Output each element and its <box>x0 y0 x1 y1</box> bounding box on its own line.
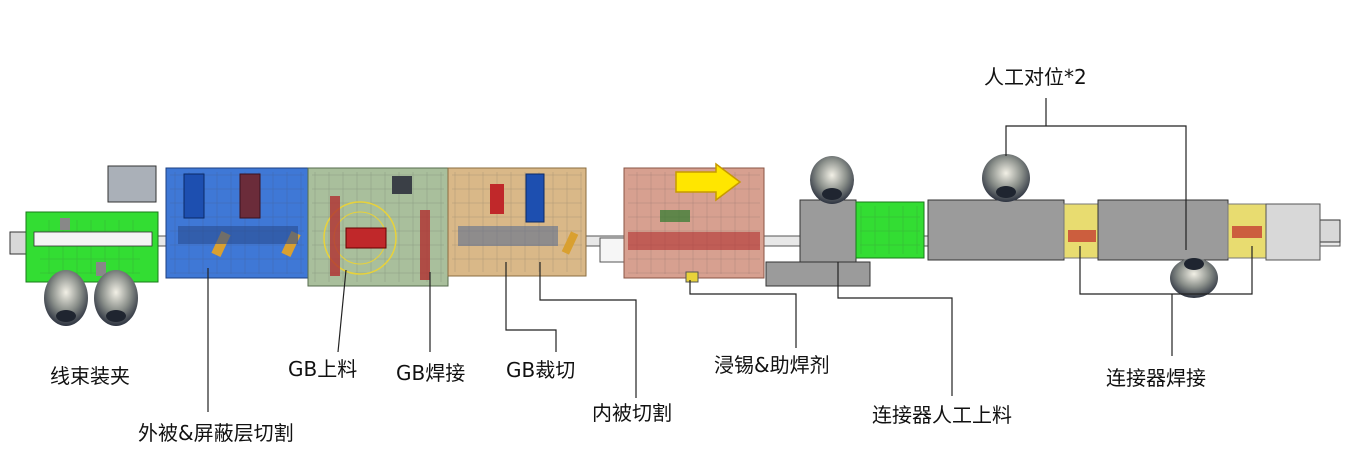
operator-icon <box>44 270 138 326</box>
label-connector-manual-loading: 连接器人工上料 <box>872 403 1012 427</box>
operator-icon <box>810 156 854 204</box>
operator-icon <box>982 154 1218 298</box>
gb-loading-welding-module <box>307 167 449 287</box>
connector-loading-module <box>765 156 925 287</box>
harness-clamp-module <box>25 211 159 326</box>
label-inner-jacket-cut: 内被切割 <box>592 401 672 425</box>
connector-welding-module <box>927 154 1321 298</box>
inner-jacket-cut-module <box>623 162 765 283</box>
label-manual-alignment: 人工对位*2 <box>984 65 1087 89</box>
jacket-shield-cut-module <box>165 167 309 279</box>
leader-lines <box>207 98 1253 412</box>
label-connector-welding: 连接器焊接 <box>1106 366 1206 390</box>
label-gb-cutting: GB裁切 <box>506 358 575 382</box>
gb-cutting-module <box>447 167 587 277</box>
flow-direction-arrow-icon <box>675 162 742 202</box>
label-jacket-shield-cut: 外被&屏蔽层切割 <box>138 421 294 445</box>
transfer-box <box>599 237 625 263</box>
control-cabinet <box>107 165 157 203</box>
label-gb-loading: GB上料 <box>288 357 357 381</box>
label-harness-clamp: 线束装夹 <box>50 364 130 388</box>
label-gb-welding: GB焊接 <box>396 361 465 385</box>
label-tin-flux: 浸锡&助焊剂 <box>714 353 830 377</box>
